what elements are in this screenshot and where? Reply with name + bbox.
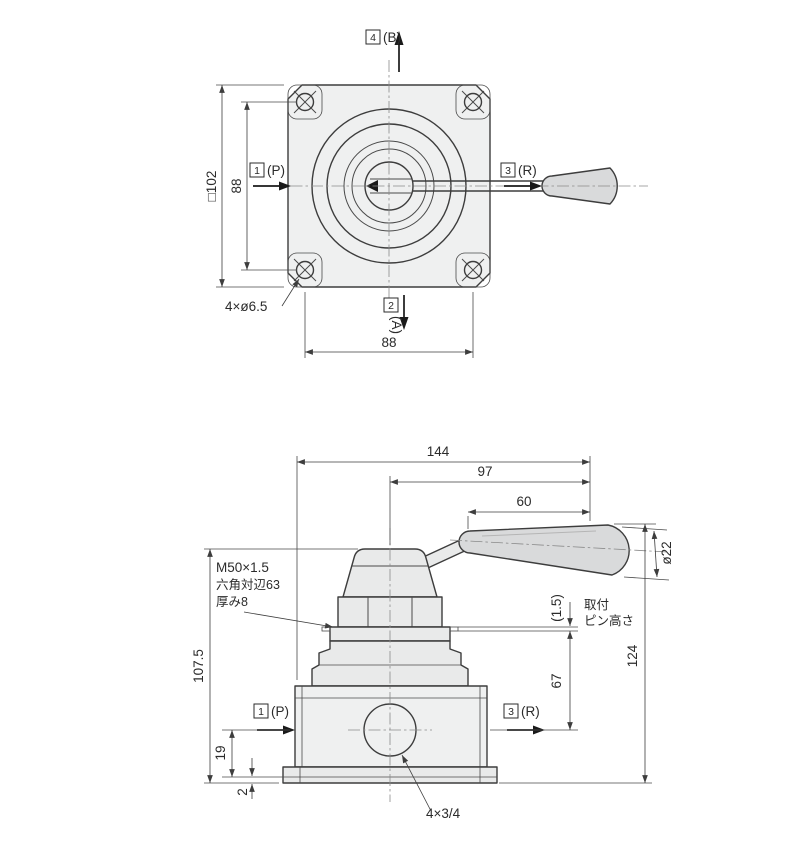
hole-cross	[461, 90, 485, 114]
port-number-box	[249, 162, 265, 178]
callout-text: 4×ø6.5	[225, 299, 267, 314]
dim-text: 88	[229, 178, 244, 193]
mounting-boss	[455, 84, 491, 120]
dim-hole-pitch-h: 88	[304, 292, 474, 358]
centerline-lever-axis	[449, 539, 669, 553]
port-arrow-head	[279, 181, 291, 191]
port-name: (P)	[267, 163, 285, 178]
grip-highlight-line	[481, 530, 597, 537]
port-number-box	[365, 29, 381, 45]
top-view: 4 (B) 1 (P) 3 (R) 2 (A)	[204, 29, 648, 358]
port-arrow-head	[394, 31, 404, 45]
port-label-1P-front: 1 (P)	[253, 703, 295, 735]
dim-text: 88	[381, 335, 396, 350]
ext-line	[621, 526, 668, 531]
port-number-box	[500, 162, 516, 178]
port-number: 1	[254, 165, 260, 177]
spool-indicator	[366, 178, 412, 194]
dim-plate-thickness: 2	[235, 758, 255, 799]
thread-text: M50×1.5	[216, 560, 269, 575]
dim-hole-pitch-v: 88	[229, 101, 297, 271]
pin-label-line2: ピン高さ	[584, 613, 634, 628]
port-label-4B: 4 (B)	[365, 29, 404, 72]
leader-line	[401, 754, 432, 812]
dim-grip-diameter: ø22	[621, 526, 674, 581]
dim-text: 67	[549, 673, 564, 688]
leader-line	[281, 278, 300, 307]
front-view: 1 (P) 3 (R) 144 97	[191, 444, 674, 821]
mounting-hole-br	[461, 258, 485, 282]
thickness-text: 厚み8	[216, 595, 248, 609]
dim-port-height: 19	[213, 729, 290, 778]
dim-pin-height: (1.5) 取付 ピン高さ	[458, 594, 634, 632]
leader-line	[243, 611, 334, 629]
callout-holes: 4×ø6.5	[225, 278, 300, 314]
dim-text: 19	[213, 745, 228, 760]
callout-bottom-ports: 4×3/4	[401, 754, 461, 821]
dim-lever-reach: 97	[389, 464, 590, 545]
port-number-box	[383, 297, 399, 313]
port-number: 3	[505, 165, 511, 177]
port-number-box	[503, 703, 519, 719]
dim-text: 124	[625, 644, 640, 667]
port-arrow-head	[530, 181, 542, 191]
port-number: 2	[388, 300, 394, 312]
port-number-box	[253, 703, 269, 719]
dim-grip-length: 60	[467, 494, 590, 529]
port-name: (B)	[383, 30, 401, 45]
port-label-1P-top: 1 (P)	[249, 162, 291, 191]
pin-label-line1: 取付	[584, 598, 609, 612]
dim-text: (1.5)	[549, 594, 564, 622]
dim-text: 60	[516, 494, 531, 509]
hex-text: 六角対辺63	[216, 578, 280, 592]
dim-square-102: □102	[204, 84, 284, 288]
callout-text: 4×3/4	[426, 806, 461, 821]
port-number: 4	[370, 32, 376, 44]
dim-text: □102	[204, 171, 219, 202]
lever-grip	[458, 524, 630, 576]
hole-cross	[293, 258, 317, 282]
mounting-pin	[321, 626, 331, 632]
callout-thread: M50×1.5 六角対辺63 厚み8	[216, 560, 334, 629]
hole	[463, 92, 483, 112]
dim-text: 144	[427, 444, 450, 459]
port-label-2A: 2 (A)	[383, 295, 409, 334]
dim-body-height: 107.5	[191, 548, 358, 784]
port-label-3R-front: 3 (R)	[503, 703, 545, 735]
port-number: 3	[508, 706, 514, 718]
port-name: (A)	[389, 316, 404, 334]
dim-text: 107.5	[191, 649, 206, 683]
port-name: (P)	[271, 704, 289, 719]
dim-port-to-pin: 67	[490, 631, 578, 731]
dim-overall-height: 124	[499, 523, 656, 784]
flow-pointer-icon	[366, 180, 378, 192]
mounting-hole-tr	[461, 90, 485, 114]
port-name: (R)	[518, 163, 537, 178]
port-arrow-head	[399, 317, 409, 330]
hole-cross	[461, 258, 485, 282]
dim-line	[651, 530, 660, 578]
dim-text: ø22	[659, 541, 674, 564]
hole	[463, 260, 483, 280]
hole-cross	[293, 90, 317, 114]
main-body	[294, 685, 488, 768]
ext-line	[623, 576, 670, 581]
mounting-pin	[449, 626, 459, 632]
dim-text: 97	[477, 464, 492, 479]
mounting-boss	[455, 252, 491, 288]
port-number: 1	[258, 706, 264, 718]
port-label-3R-top: 3 (R)	[500, 162, 542, 191]
dim-overall-width: 144	[296, 444, 591, 680]
dim-text: 2	[235, 788, 250, 796]
port-name: (R)	[521, 704, 540, 719]
